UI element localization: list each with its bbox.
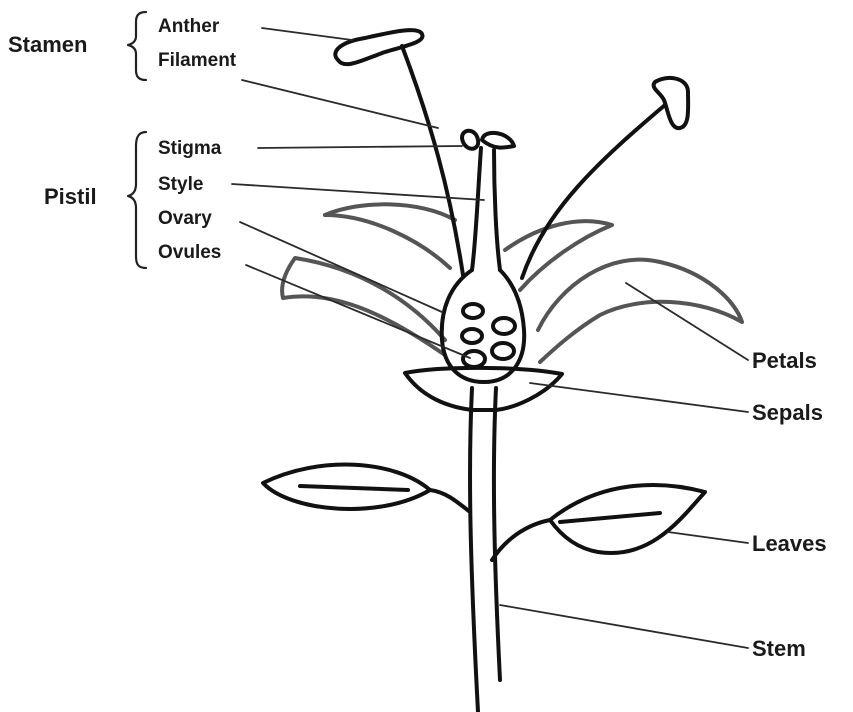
anthers (335, 30, 688, 128)
filaments (402, 46, 665, 278)
left-leaf (263, 465, 470, 512)
pistil-brace (128, 132, 146, 268)
anther-label: Anther (158, 16, 220, 37)
style-label: Style (158, 174, 203, 195)
anther-leader (262, 28, 352, 40)
petals-leader (626, 283, 748, 360)
ovary-leader (240, 222, 442, 312)
sepals (405, 368, 562, 410)
stem (470, 388, 500, 712)
sepals-leader (530, 383, 748, 412)
pistil-label: Pistil (44, 184, 97, 209)
stigma-leader (258, 146, 462, 148)
stamen-label: Stamen (8, 32, 87, 57)
filament-label: Filament (158, 50, 237, 71)
sepals-label: Sepals (752, 400, 823, 425)
leaves-leader (668, 532, 748, 543)
stem-leader (500, 605, 748, 648)
right-leaf (492, 485, 705, 560)
filament-leader (242, 80, 438, 128)
ovules-label: Ovules (158, 242, 221, 263)
stem-label: Stem (752, 636, 806, 661)
leaves-label: Leaves (752, 531, 827, 556)
ovules-leader (246, 265, 470, 358)
petals-label: Petals (752, 348, 817, 373)
stamen-brace (128, 12, 146, 80)
stigma-label: Stigma (158, 138, 222, 159)
ovary-label: Ovary (158, 208, 212, 229)
